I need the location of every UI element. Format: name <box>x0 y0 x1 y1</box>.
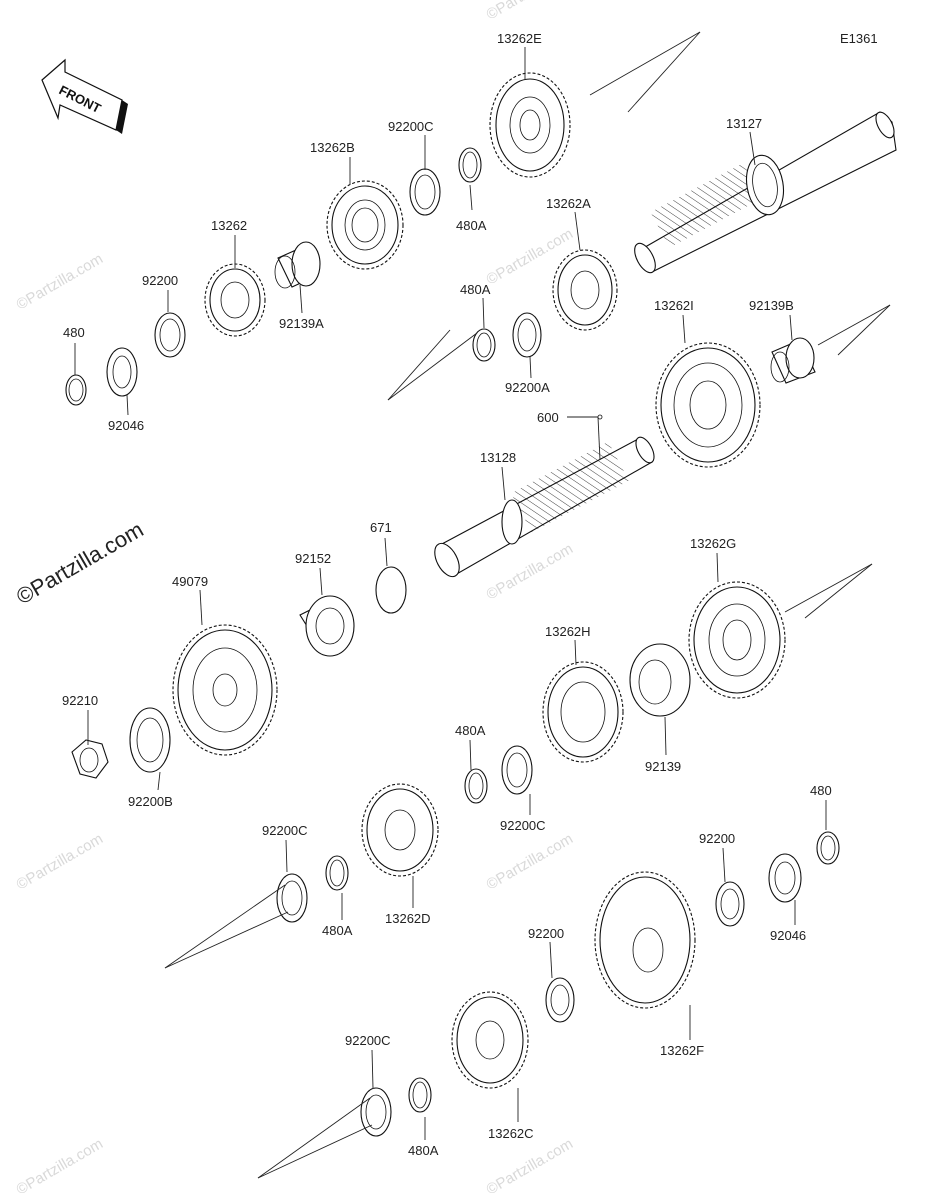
gear-13262D <box>361 783 439 877</box>
gear-13262I <box>655 342 761 468</box>
gear-13262F <box>594 871 696 1009</box>
label-92046-right[interactable]: 92046 <box>770 928 806 943</box>
label-92200A[interactable]: 92200A <box>505 380 550 395</box>
bearing-92139B <box>770 337 816 384</box>
label-92046-left[interactable]: 92046 <box>108 418 144 433</box>
label-480A-bottom[interactable]: 480A <box>408 1143 439 1158</box>
label-92139A[interactable]: 92139A <box>279 316 324 331</box>
label-92200C-top[interactable]: 92200C <box>388 119 434 134</box>
bearing-92046-right <box>768 853 802 903</box>
label-13262H[interactable]: 13262H <box>545 624 591 639</box>
part-labels: 13262E 13127 92200C 13262B 480A 13262 13… <box>62 31 832 1158</box>
gear-13262G <box>688 581 786 699</box>
label-92200-left[interactable]: 92200 <box>142 273 178 288</box>
watermark: ©Partzilla.com <box>484 830 576 893</box>
label-92139B[interactable]: 92139B <box>749 298 794 313</box>
circlip-480-left <box>65 374 87 406</box>
washer-92200C-top <box>409 168 441 216</box>
label-671[interactable]: 671 <box>370 520 392 535</box>
washer-92200C-left <box>276 873 308 923</box>
label-13262E[interactable]: 13262E <box>497 31 542 46</box>
gear-13262B <box>326 180 404 270</box>
label-92200-right[interactable]: 92200 <box>699 831 735 846</box>
circlip-480A-bottom <box>408 1077 432 1113</box>
label-480A-mid[interactable]: 480A <box>460 282 491 297</box>
circlip-480A-lower <box>464 768 488 804</box>
bearing-92152 <box>299 595 355 657</box>
label-480A-top[interactable]: 480A <box>456 218 487 233</box>
shaft-13127 <box>634 111 897 274</box>
label-480A-lower[interactable]: 480A <box>455 723 486 738</box>
bushing-92139 <box>629 643 691 717</box>
watermark: ©Partzilla.com <box>484 0 576 23</box>
bearing-92046-left <box>106 347 138 397</box>
label-13262A[interactable]: 13262A <box>546 196 591 211</box>
watermark: ©Partzilla.com <box>14 1135 106 1198</box>
label-92139[interactable]: 92139 <box>645 759 681 774</box>
label-13128[interactable]: 13128 <box>480 450 516 465</box>
oring-671 <box>375 566 407 614</box>
bearing-92139A <box>274 241 321 289</box>
label-13127[interactable]: 13127 <box>726 116 762 131</box>
watermark-large: ©Partzilla.com <box>12 517 148 610</box>
circlip-480A-top <box>458 147 482 183</box>
label-92200C-left[interactable]: 92200C <box>262 823 308 838</box>
gear-13262C <box>451 991 529 1089</box>
label-92200C-mid[interactable]: 92200C <box>500 818 546 833</box>
circlip-480A-mid <box>472 328 496 362</box>
label-92152[interactable]: 92152 <box>295 551 331 566</box>
label-13262D[interactable]: 13262D <box>385 911 431 926</box>
label-480-right[interactable]: 480 <box>810 783 832 798</box>
label-49079[interactable]: 49079 <box>172 574 208 589</box>
washer-92200B <box>129 707 171 773</box>
washer-92200-bottom <box>545 977 575 1023</box>
watermark: ©Partzilla.com <box>14 250 106 313</box>
label-92200-bottom[interactable]: 92200 <box>528 926 564 941</box>
label-13262G[interactable]: 13262G <box>690 536 736 551</box>
label-480-left[interactable]: 480 <box>63 325 85 340</box>
gear-13262 <box>204 263 266 337</box>
label-13262B[interactable]: 13262B <box>310 140 355 155</box>
watermark: ©Partzilla.com <box>484 1135 576 1198</box>
nut-92210 <box>71 739 109 779</box>
washer-92200-left <box>154 312 186 358</box>
label-13262C[interactable]: 13262C <box>488 1126 534 1141</box>
label-13262[interactable]: 13262 <box>211 218 247 233</box>
label-92200C-bottom[interactable]: 92200C <box>345 1033 391 1048</box>
gear-13262A <box>552 249 618 331</box>
gear-13262E <box>489 72 571 178</box>
washer-92200C-mid <box>501 745 533 795</box>
front-arrow-icon: FRONT <box>41 58 128 134</box>
washer-92200-right <box>715 881 745 927</box>
axis-lines <box>164 31 891 1179</box>
diagram-code: E1361 <box>840 31 878 46</box>
watermark: ©Partzilla.com <box>14 830 106 893</box>
shaft-13128 <box>434 436 655 578</box>
label-13262I[interactable]: 13262I <box>654 298 694 313</box>
circlip-480-right <box>816 831 840 865</box>
circlip-480A-left <box>325 855 349 891</box>
sprocket-49079 <box>172 624 278 756</box>
washer-92200C-bottom <box>360 1087 392 1137</box>
label-92200B[interactable]: 92200B <box>128 794 173 809</box>
label-92210[interactable]: 92210 <box>62 693 98 708</box>
washer-92200A <box>512 312 542 358</box>
label-13262F[interactable]: 13262F <box>660 1043 704 1058</box>
label-480A-left[interactable]: 480A <box>322 923 353 938</box>
label-600[interactable]: 600 <box>537 410 559 425</box>
gear-13262H <box>542 661 624 763</box>
leader-lines <box>74 47 827 1140</box>
